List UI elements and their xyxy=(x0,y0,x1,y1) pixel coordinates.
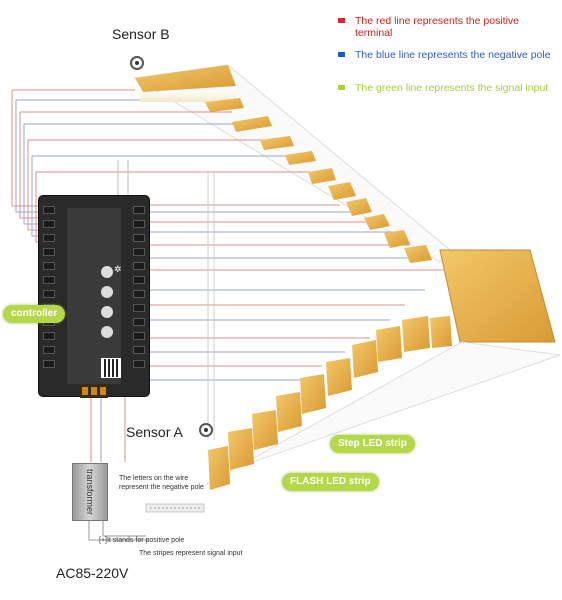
controller-panel: ✲ xyxy=(67,208,122,384)
terminal xyxy=(133,276,145,284)
terminal xyxy=(43,290,55,298)
step-led-strip-label: Step LED strip xyxy=(330,435,415,453)
terminal xyxy=(133,248,145,256)
sensor-b-label: Sensor B xyxy=(112,26,170,42)
legend-signal: The green line represents the signal inp… xyxy=(338,82,555,94)
flash-led-strip-label: FLASH LED strip xyxy=(282,473,379,491)
terminal xyxy=(133,290,145,298)
legend-negative-text: The blue line represents the negative po… xyxy=(355,49,551,61)
sensor-a-label: Sensor A xyxy=(126,424,183,440)
qr-code-icon xyxy=(101,358,121,378)
terminal xyxy=(133,262,145,270)
terminal xyxy=(43,262,55,270)
power-terminal xyxy=(80,384,108,398)
controller-button xyxy=(101,286,113,298)
sensor-b-icon xyxy=(130,56,144,70)
upper-treads xyxy=(135,65,432,263)
terminal xyxy=(133,234,145,242)
legend-positive: The red line represents the positive ter… xyxy=(338,15,555,39)
terminal xyxy=(43,206,55,214)
junction-connector xyxy=(145,503,205,513)
controller-button xyxy=(101,306,113,318)
signal-input-note: The stripes represent signal input xyxy=(139,550,243,557)
terminal xyxy=(43,234,55,242)
controller-button xyxy=(101,266,113,278)
transformer: transformer xyxy=(72,463,108,521)
red-line-swatch xyxy=(338,18,345,23)
controller-label: controller xyxy=(3,305,66,323)
terminal xyxy=(43,220,55,228)
power-supply-label: AC85-220V xyxy=(56,565,129,581)
controller-box: ✲ xyxy=(39,196,149,398)
terminal xyxy=(133,346,145,354)
legend-negative: The blue line represents the negative po… xyxy=(338,49,555,61)
controller-button xyxy=(101,326,113,338)
negative-pole-note: The letters on the wire represent the ne… xyxy=(119,475,204,491)
stair-landing xyxy=(439,249,556,343)
terminal xyxy=(43,360,55,368)
bluetooth-icon: ✲ xyxy=(114,264,122,274)
transformer-label: transformer xyxy=(85,468,95,516)
green-line-swatch xyxy=(338,85,345,90)
upper-wires xyxy=(11,89,445,541)
positive-pole-note: [+]It stands for positive pole xyxy=(99,537,185,544)
blue-line-swatch xyxy=(338,52,345,57)
legend-signal-text: The green line represents the signal inp… xyxy=(355,82,549,94)
terminal xyxy=(133,206,145,214)
terminal xyxy=(133,220,145,228)
terminal xyxy=(133,360,145,368)
terminal xyxy=(43,248,55,256)
terminal xyxy=(133,304,145,312)
terminal xyxy=(133,332,145,340)
legend-positive-text: The red line represents the positive ter… xyxy=(355,15,520,39)
lower-treads xyxy=(208,316,452,490)
terminal xyxy=(43,276,55,284)
terminal xyxy=(43,346,55,354)
terminal xyxy=(133,318,145,326)
sensor-a-icon xyxy=(199,423,213,437)
terminal xyxy=(43,332,55,340)
